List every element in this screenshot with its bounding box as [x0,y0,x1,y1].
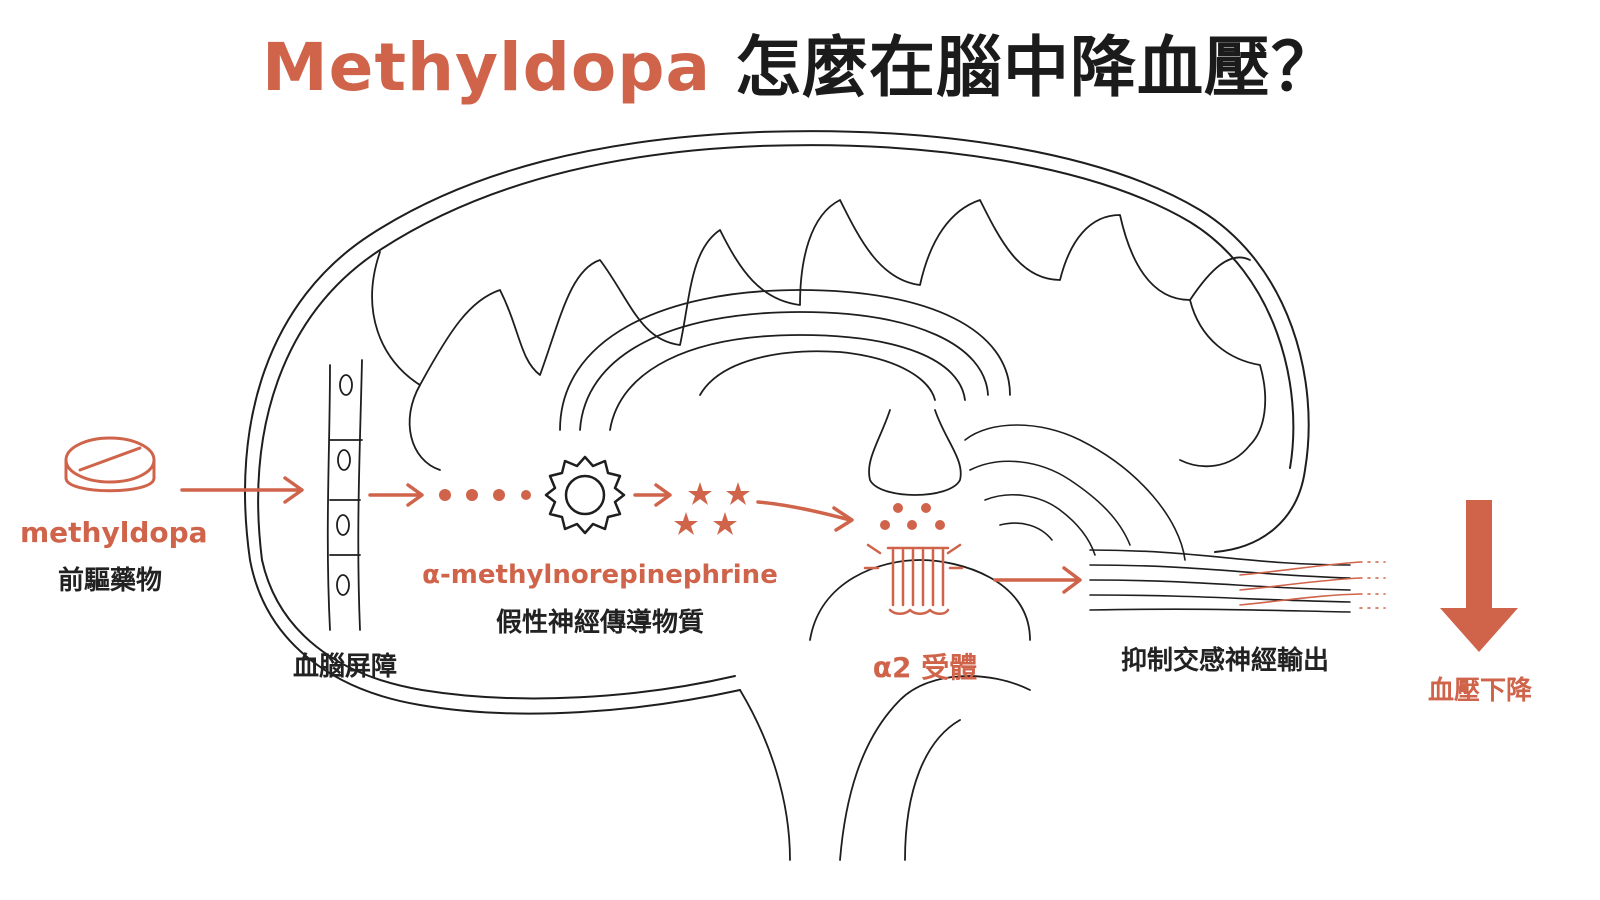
blood-vessel [326,359,363,631]
drug-desc-label: 前驅藥物 [57,566,162,596]
arrow-2 [368,483,424,507]
page-title: Methyldopa 怎麼在腦中降血壓？ [0,14,1600,110]
synapse-dots [880,503,945,530]
arrow-3 [633,483,672,507]
receptor-icon [863,543,964,615]
corpus-callosum [559,289,1011,431]
nerve-fiber-icon [1089,549,1386,613]
brain-outline [244,130,1310,715]
flow-arrows [180,476,1082,594]
arrow-4 [756,500,854,532]
pill-icon [64,436,156,493]
arrow-1 [180,476,304,504]
sympathetic-label: 抑制交感神經輸出 [1120,646,1329,676]
metabolite-dots [439,489,531,501]
arrow-5 [993,566,1082,594]
star-icon [674,482,750,535]
metabolite-desc-label: 假性神經傳導物質 [495,608,704,638]
brain-gyri [371,199,1267,471]
bbb-label: 血腦屏障 [292,652,397,682]
cerebellum [964,424,1186,561]
title-drug: Methyldopa [262,29,711,106]
receptor-label: α2 受體 [872,651,978,684]
metabolite-name-label: α-methylnorepinephrine [422,560,778,590]
gear-icon [544,455,626,535]
result-label: 血壓下降 [1427,676,1532,706]
drug-name-label: methyldopa [20,516,208,549]
brainstem [739,409,1031,861]
down-arrow-icon [1440,500,1518,652]
title-question: 怎麼在腦中降血壓？ [711,29,1338,106]
